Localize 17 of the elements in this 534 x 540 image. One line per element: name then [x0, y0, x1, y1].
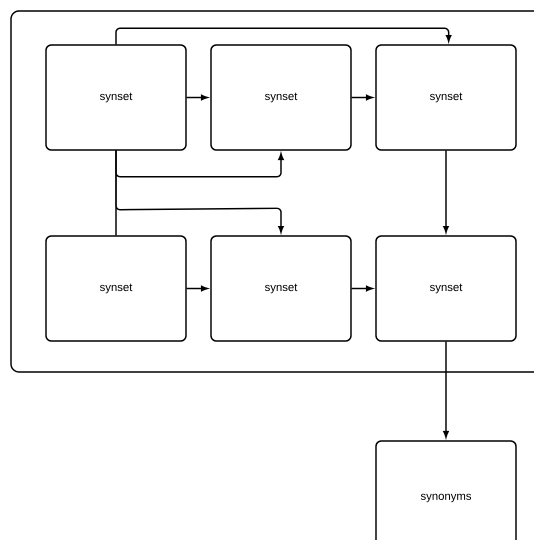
arrow: [115, 150, 284, 233]
process-box: synset: [375, 44, 517, 151]
process-box: synset: [45, 235, 187, 342]
arrow: [352, 94, 373, 100]
container-box: [10, 10, 534, 373]
arrow: [352, 286, 373, 292]
process-box: synset: [375, 235, 517, 342]
process-box: synset: [45, 44, 187, 151]
arrow: [186, 286, 208, 292]
arrow: [443, 342, 449, 438]
process-box: synset: [210, 235, 352, 342]
arrow: [115, 28, 452, 44]
process-box: synset: [210, 44, 352, 151]
arrow: [115, 150, 284, 178]
process-box: synonyms: [375, 440, 517, 540]
arrow: [443, 150, 449, 233]
arrow: [186, 94, 208, 100]
